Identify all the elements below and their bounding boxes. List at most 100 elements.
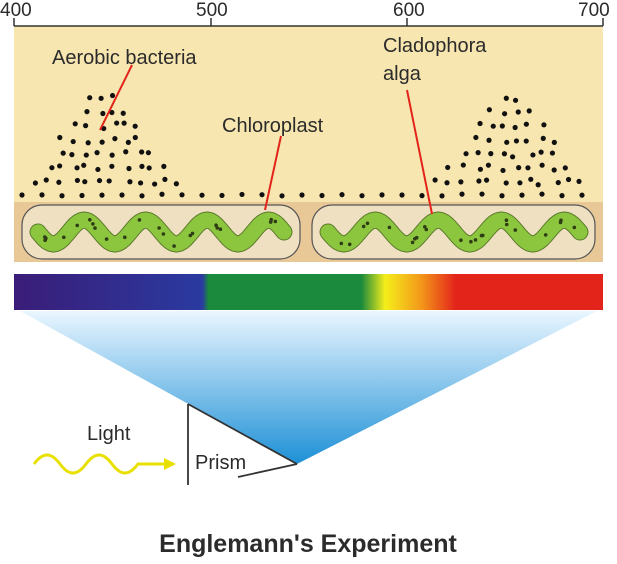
bacterium-dot [486, 107, 492, 113]
bacterium-dot [490, 123, 496, 129]
bacterium-dot [399, 192, 405, 198]
bacterium-dot [98, 95, 104, 101]
chloroplast-speck [572, 225, 577, 230]
bacterium-dot [32, 180, 39, 186]
chloroplast-speck [459, 238, 463, 242]
bacterium-dot [513, 138, 520, 144]
chloroplast-speck [339, 241, 344, 246]
chloroplast-speck [218, 227, 223, 231]
bacteria-dots [19, 92, 585, 199]
chloroplast-speck [469, 239, 473, 244]
bacterium-dot [70, 138, 76, 145]
aerobic-bacteria-label: Aerobic bacteria [52, 47, 197, 69]
scale-tick-500: 500 [196, 0, 228, 21]
bacterium-dot [479, 191, 485, 197]
bacterium-dot [162, 176, 168, 182]
bacterium-dot [540, 135, 546, 141]
bacterium-dot [460, 162, 466, 168]
bacterium-dot [515, 109, 521, 115]
bacterium-dot [199, 192, 205, 198]
bacterium-dot [477, 120, 483, 127]
bacterium-dot [109, 152, 115, 158]
bacterium-dot [517, 180, 523, 186]
bacterium-dot [87, 95, 93, 101]
bacterium-dot [539, 162, 545, 168]
bacterium-dot [137, 180, 144, 186]
bacterium-dot [526, 108, 532, 114]
bacterium-dot [121, 120, 127, 126]
bacterium-dot [99, 139, 105, 145]
chloroplast-speck [137, 218, 142, 222]
bacterium-dot [559, 193, 565, 199]
chloroplast-speck [410, 240, 415, 245]
chloroplast-speck [75, 223, 79, 228]
bacterium-dot [432, 177, 438, 183]
bacterium-dot [114, 120, 120, 126]
chloroplast-speck [62, 235, 66, 240]
aerobic-bacteria-pointer [99, 64, 133, 131]
bacterium-dot [476, 178, 482, 184]
bacterium-dot [445, 164, 451, 171]
bacterium-dot [106, 178, 112, 184]
pointer-lines [99, 64, 433, 215]
chloroplast [320, 212, 588, 252]
chloroplast-speck [559, 218, 563, 223]
scale-tick-600: 600 [393, 0, 425, 21]
wavelength-scale: 400 500 600 700 [0, 0, 610, 27]
bacterium-dot [439, 193, 445, 199]
bacterium-dot [96, 177, 103, 184]
scale-tick-700: 700 [578, 0, 610, 21]
bacterium-dot [579, 192, 585, 198]
bacterium-dot [499, 193, 505, 199]
prism [187, 403, 298, 485]
chloroplast-speck [504, 218, 509, 222]
bacterium-dot [72, 121, 78, 127]
bacterium-dot [528, 176, 534, 182]
chloroplast-speck [91, 222, 95, 226]
bacterium-dot [79, 192, 85, 199]
chloroplast-speck [347, 242, 352, 247]
alga-pointer [406, 89, 433, 215]
scale-tick-400: 400 [0, 0, 32, 21]
bacterium-dot [112, 136, 118, 142]
chloroplast-speck [88, 218, 92, 222]
bacterium-dot [565, 176, 572, 183]
chloroplast-speck [161, 232, 166, 236]
bacterium-dot [123, 149, 129, 155]
bacterium-dot [500, 167, 506, 174]
bacterium-dot [94, 150, 100, 156]
light-wave [32, 453, 176, 475]
bacterium-dot [82, 123, 89, 129]
bacterium-dot [152, 181, 158, 187]
bacterium-dot [43, 177, 49, 183]
bacterium-dot [539, 191, 545, 197]
chloroplast-speck [414, 235, 419, 240]
bacterium-dot [69, 152, 75, 158]
chloroplast-speck [424, 227, 429, 232]
bacterium-dot [551, 167, 557, 173]
bacterium-dot [576, 178, 582, 185]
bacterium-dot [530, 152, 536, 158]
bacterium-dot [82, 179, 88, 185]
chloroplast-speck [481, 233, 485, 238]
bacterium-dot [379, 192, 385, 198]
bacterium-dot [538, 149, 544, 155]
bacterium-dot [120, 110, 126, 116]
bacterium-dot [319, 192, 325, 199]
bacterium-dot [473, 134, 479, 141]
chloroplast-speck [361, 224, 366, 229]
bacterium-dot [512, 124, 518, 131]
bacterium-dot [173, 181, 179, 187]
bacterium-dot [359, 193, 365, 199]
bacterium-dot [503, 95, 509, 101]
bacterium-dot [475, 150, 481, 156]
bacterium-dot [145, 150, 152, 156]
bacterium-dot [279, 193, 285, 199]
bacterium-dot [81, 162, 87, 168]
bacterium-dot [503, 180, 509, 186]
chloroplast-speck [513, 228, 518, 232]
bacterium-dot [458, 179, 464, 185]
bacterium-dot [486, 137, 492, 143]
chloroplast-speck [188, 233, 193, 238]
